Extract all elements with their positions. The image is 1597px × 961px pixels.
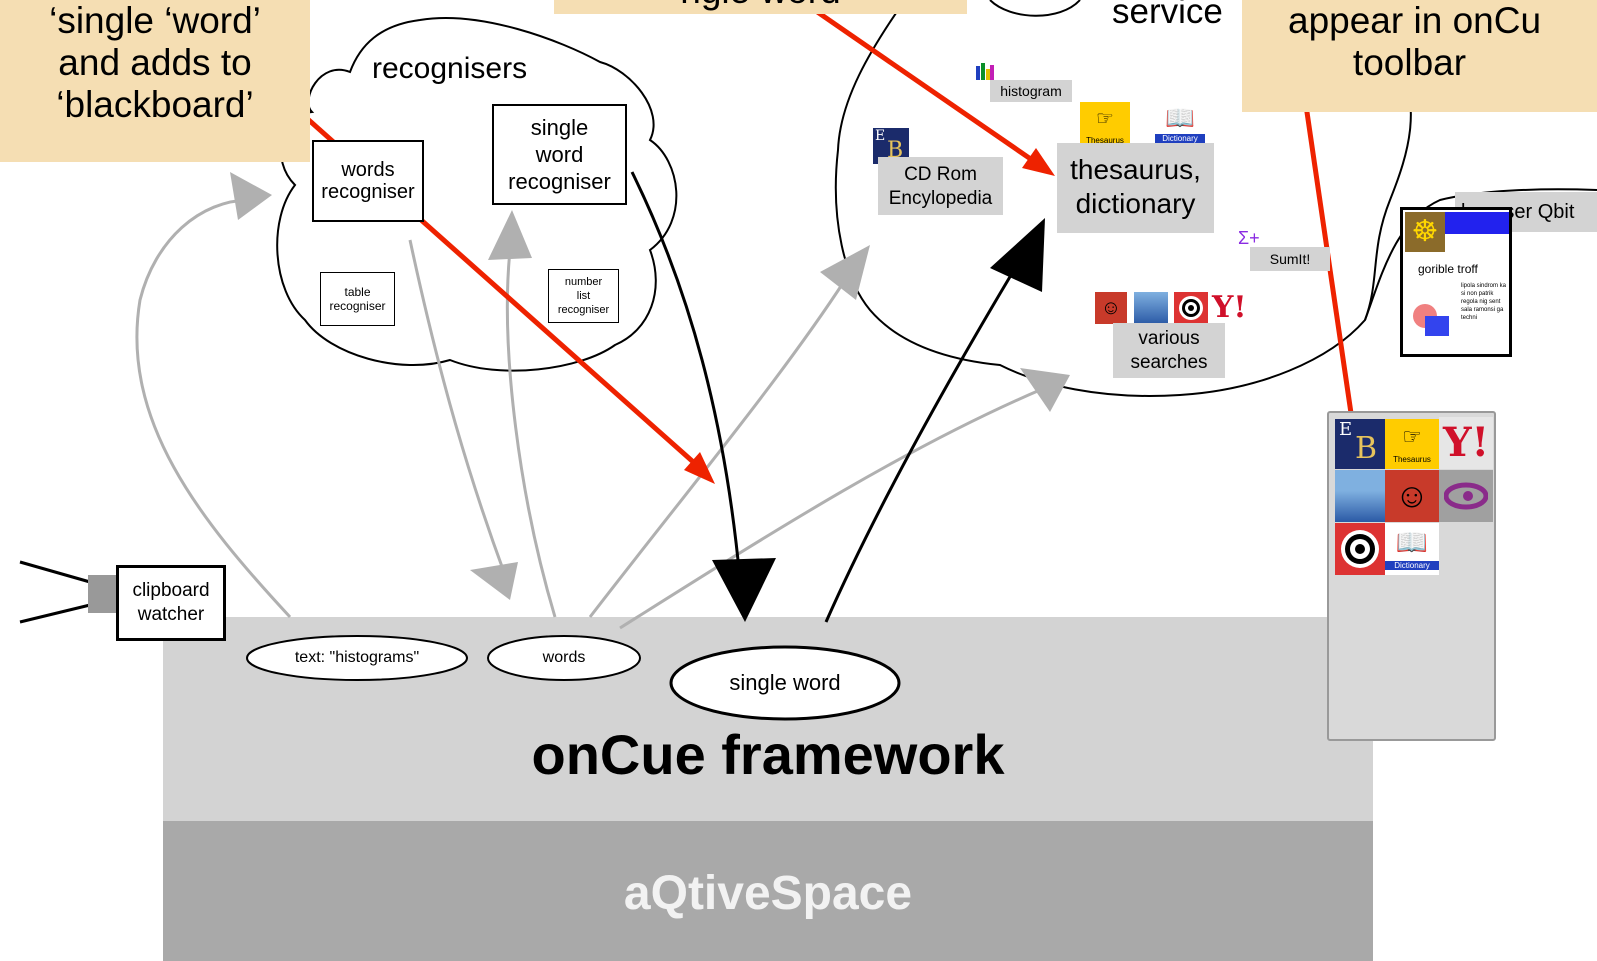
sumit-label: SumIt!	[1250, 247, 1330, 271]
table-recogniser-line-1: table	[344, 285, 371, 299]
callout-center: ngle word	[554, 0, 967, 14]
words-recogniser-line-2: recogniser	[321, 181, 415, 203]
qbit-card: ☸ gorible troff lipola sindrom ka si non…	[1400, 207, 1512, 357]
various-searches-label: various searches	[1113, 323, 1225, 378]
clipboard-line-1: clipboard	[132, 580, 210, 601]
number-list-line-1: number	[564, 276, 603, 288]
toolbar-thesaurus-icon[interactable]: ☞Thesaurus	[1385, 419, 1439, 469]
dictionary-icon: 📖Dictionary	[1155, 104, 1205, 150]
single-word-recogniser-line-2: word	[535, 142, 584, 167]
number-list-line-3: recogniser	[557, 304, 610, 316]
clipboard-plug	[88, 575, 116, 613]
grey-arrows	[135, 198, 1041, 630]
recognisers-cloud	[276, 17, 678, 372]
callout-right: appear in onCu toolbar	[1242, 0, 1597, 112]
single-word-recogniser-box: single word recogniser	[492, 104, 627, 205]
clipboard-connector	[19, 560, 91, 624]
einstein-icon: ☺	[1095, 292, 1127, 324]
oncue-framework-title: onCue framework	[531, 723, 1005, 786]
callout-right-line-1: appear in onCu	[1288, 0, 1542, 41]
oval-single-word	[669, 645, 901, 721]
cdrom-label: CD Rom Encylopedia	[878, 157, 1003, 215]
sumit-icon: Σ+	[1238, 228, 1260, 248]
callout-left: ‘single ‘word’ and adds to ‘blackboard’	[0, 0, 310, 162]
cdrom-line-1: CD Rom	[904, 164, 977, 185]
thesaurus-dictionary-label: thesaurus, dictionary	[1057, 143, 1214, 233]
yahoo-icon: Y!	[1212, 290, 1247, 325]
target-icon	[1174, 292, 1208, 324]
searches-line-2: searches	[1130, 352, 1208, 373]
searches-line-1: various	[1138, 328, 1200, 349]
number-list-recogniser-box: number list recogniser	[548, 269, 619, 323]
qbit-card-title: gorible troff	[1418, 262, 1478, 276]
dictionary-icon-label: Dictionary	[1155, 134, 1205, 143]
thesaurus-line-2: dictionary	[1075, 188, 1196, 219]
qbit-card-shapes	[1411, 300, 1451, 345]
oval-single-word-label: single word	[729, 670, 841, 695]
grey-arrowheads	[230, 172, 1070, 600]
qbit-cloud	[1364, 188, 1597, 321]
toolbar-dictionary-icon[interactable]: 📖Dictionary	[1385, 523, 1439, 575]
recognisers-title: recognisers	[372, 52, 528, 85]
callout-left-line-2: and adds to	[58, 42, 252, 83]
callout-left-line-1: ‘single ‘word’	[49, 0, 261, 41]
ship-wheel-icon: ☸	[1405, 212, 1445, 252]
oval-text-label: text: "histograms"	[294, 649, 420, 666]
histogram-icon	[975, 62, 995, 82]
toolbar-mountain-icon[interactable]	[1335, 470, 1385, 522]
clipboard-line-2: watcher	[137, 604, 205, 625]
toolbar-dictionary-label: Dictionary	[1385, 561, 1439, 570]
table-recogniser-box: table recogniser	[320, 272, 395, 326]
toolbar-yahoo-icon[interactable]: Y!	[1439, 417, 1493, 469]
table-recogniser-line-2: recogniser	[329, 299, 386, 313]
single-word-recogniser-line-1: single	[530, 115, 589, 140]
toolbar-einstein-icon[interactable]: ☺	[1385, 470, 1439, 522]
single-word-recogniser-line-3: recogniser	[508, 169, 611, 194]
mountain-icon	[1134, 292, 1168, 324]
services-title: service	[1112, 0, 1223, 31]
words-recogniser-box: words recogniser	[312, 140, 424, 222]
services-cloud-top-lobe	[989, 0, 1081, 17]
black-arrowheads	[712, 218, 1045, 622]
callout-center-text: ngle word	[554, 0, 967, 12]
aqtivespace-band	[163, 821, 1373, 961]
services-cloud	[834, 0, 1412, 397]
histogram-label: histogram	[990, 80, 1072, 102]
cdrom-line-2: Encylopedia	[888, 188, 993, 209]
black-arrows	[630, 171, 1022, 623]
aqtivespace-title: aQtiveSpace	[623, 867, 913, 920]
red-arrowheads	[684, 148, 1366, 484]
words-recogniser-line-1: words	[341, 159, 395, 181]
oval-words-label: words	[542, 649, 586, 666]
qbit-card-text: lipola sindrom ka si non patrik regola n…	[1461, 283, 1507, 321]
toolbar-target-icon[interactable]	[1335, 523, 1385, 575]
qbit-card-band	[1445, 212, 1509, 234]
number-list-line-2: list	[576, 290, 591, 302]
toolbar-thesaurus-label: Thesaurus	[1393, 455, 1431, 464]
oval-text	[246, 635, 468, 681]
clipboard-watcher-box: clipboard watcher	[116, 565, 226, 641]
toolbar-eye-icon[interactable]	[1439, 470, 1493, 522]
callout-right-line-2: toolbar	[1352, 42, 1467, 83]
thesaurus-line-1: thesaurus,	[1070, 154, 1201, 185]
oval-words	[487, 635, 641, 681]
callout-left-line-3: ‘blackboard’	[56, 84, 254, 125]
thesaurus-icon-label: Thesaurus	[1086, 136, 1124, 145]
